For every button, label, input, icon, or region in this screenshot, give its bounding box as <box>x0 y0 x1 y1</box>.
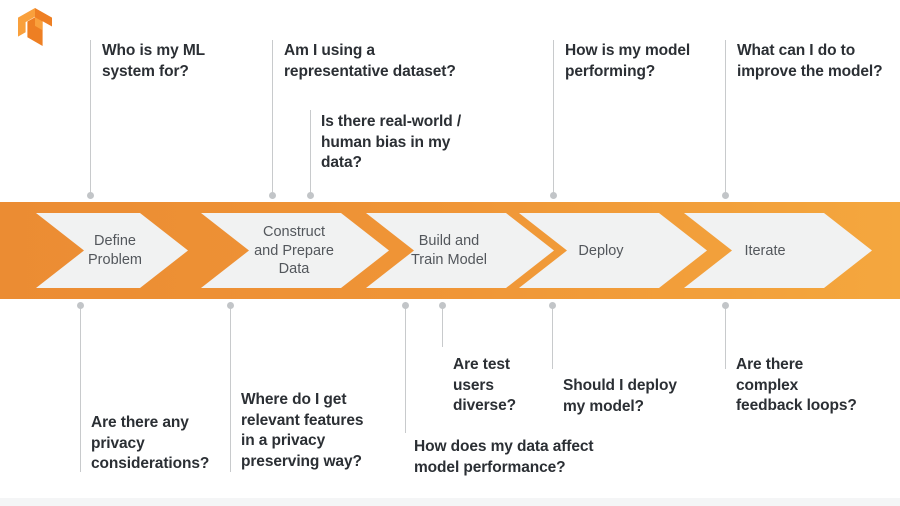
question-is-there-real-world-human-bias-in-my-data: Is there real-world / human bias in my d… <box>321 113 462 172</box>
connector-line-should-i-deploy-my-model <box>549 301 556 369</box>
question-are-there-any-privacy-considerations: Are there any privacy considerations? <box>91 414 210 473</box>
footer-rule <box>0 498 900 506</box>
connector-dot <box>269 191 276 199</box>
question-how-does-my-data-affect-model-performance: How does my data affect model performanc… <box>414 438 594 476</box>
connector-line-how-is-my-model-performing <box>550 40 557 199</box>
connector-line-what-can-i-do-to-improve-the-model <box>722 40 729 199</box>
connector-dot <box>402 301 409 309</box>
chevron-shape-define-problem <box>36 213 188 288</box>
tensorflow-logo-icon <box>18 8 52 46</box>
question-am-i-using-a-representative-dataset: Am I using a representative dataset? <box>284 42 456 80</box>
connector-line-is-there-real-world-human-bias-in-my-data <box>307 110 314 199</box>
connector-dot <box>227 301 234 309</box>
stage-label-iterate: Iterate <box>744 243 786 259</box>
question-are-test-users-diverse: Are test users diverse? <box>453 356 516 415</box>
question-where-do-i-get-relevant-features-in-a-privacy-preserving-way: Where do I get relevant features in a pr… <box>241 391 364 470</box>
connector-line-who-is-my-ml-system-for <box>87 40 94 199</box>
question-who-is-my-ml-system-for: Who is my ML system for? <box>102 42 205 80</box>
chevron-shape-build-and-train-model <box>366 213 554 288</box>
connector-dot <box>550 191 557 199</box>
connector-dot <box>722 191 729 199</box>
connector-dot <box>307 191 314 199</box>
chevron-shape-construct-and-prepare-data <box>201 213 389 288</box>
connector-dot <box>439 301 446 309</box>
stage-label-build-and-train-model: Build and Train Model <box>410 233 488 268</box>
question-what-can-i-do-to-improve-the-model: What can I do to improve the model? <box>737 42 883 80</box>
stage-label-construct-and-prepare-data: Construct and Prepare Data <box>254 224 334 278</box>
connector-line-are-there-any-privacy-considerations <box>77 301 84 472</box>
ml-workflow-banner: Define Problem Construct and Prepare Dat… <box>0 202 900 299</box>
question-should-i-deploy-my-model: Should I deploy my model? <box>563 377 677 415</box>
question-how-is-my-model-performing: How is my model performing? <box>565 42 691 80</box>
connector-line-are-test-users-diverse <box>439 301 446 347</box>
stage-label-deploy: Deploy <box>578 243 624 259</box>
stage-label-define-problem: Define Problem <box>88 233 142 268</box>
question-are-there-complex-feedback-loops: Are there complex feedback loops? <box>736 356 857 415</box>
connector-dot <box>722 301 729 309</box>
chevron-shape-iterate <box>684 213 872 288</box>
connector-line-where-do-i-get-relevant-features-in-a-privacy-preserving-way <box>227 301 234 472</box>
chevron-track <box>36 213 872 288</box>
connector-dot <box>77 301 84 309</box>
connector-line-am-i-using-a-representative-dataset <box>269 40 276 199</box>
connector-line-how-does-my-data-affect-model-performance <box>402 301 409 433</box>
chevron-shape-deploy <box>519 213 707 288</box>
connector-line-are-there-complex-feedback-loops <box>722 301 729 369</box>
connector-dot <box>549 301 556 309</box>
connector-dot <box>87 191 94 199</box>
